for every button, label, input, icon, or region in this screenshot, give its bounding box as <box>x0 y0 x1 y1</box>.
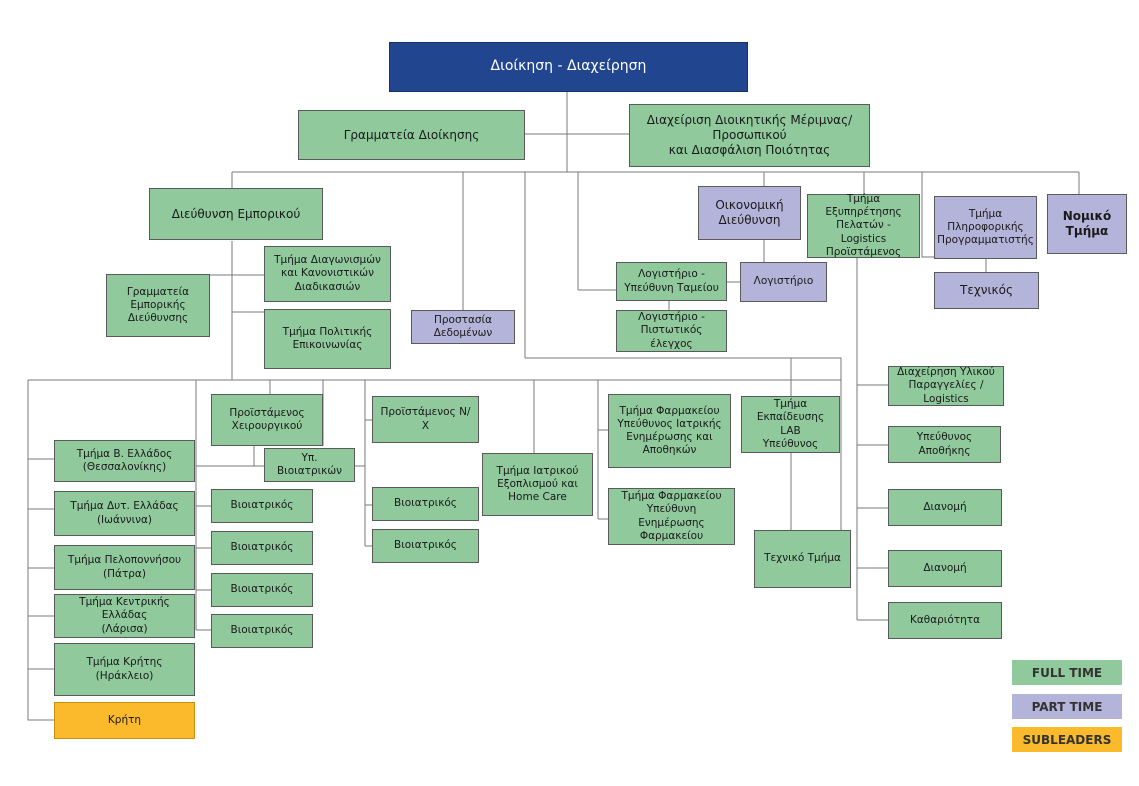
crete-subleader-box: Κρήτη <box>54 702 195 739</box>
crete-department-box: Τμήμα Κρήτης (Ηράκλειο) <box>54 643 195 696</box>
commercial-directorate-box: Διεύθυνση Εμπορικού <box>149 188 323 240</box>
distribution-box: Διανομή <box>888 489 1002 526</box>
data-protection-box: Προστασία Δεδομένων <box>411 310 515 344</box>
technician-box: Τεχνικός <box>934 272 1039 309</box>
nx-supervisor-box: Προϊστάμενος Ν/Χ <box>372 396 479 443</box>
accounting-treasury-box: Λογιστήριο - Υπεύθυνη Ταμείου <box>616 262 727 301</box>
it-department-box: Τμήμα Πληροφορικής Προγραμματιστής <box>934 196 1037 259</box>
peloponnese-department-box: Τμήμα Πελοποννήσου (Πάτρα) <box>54 545 195 590</box>
biomedical-engineer-box: Βιοιατρικός <box>211 531 313 565</box>
materials-management-box: Διαχείρηση Υλικού Παραγγελίες / Logistic… <box>888 366 1004 406</box>
warehouse-manager-box: Υπεύθυνος Αποθήκης <box>888 426 1001 463</box>
cleaning-box: Καθαριότητα <box>888 602 1002 639</box>
biomedical-engineer-box: Βιοιατρικός <box>211 489 313 523</box>
board-secretariat-box: Γραμματεία Διοίκησης <box>298 110 525 160</box>
medical-equipment-homecare-box: Τμήμα Ιατρικού Εξοπλισμού και Home Care <box>482 453 593 516</box>
tenders-department-box: Τμήμα Διαγωνισμών και Κανονιστικών Διαδι… <box>264 246 391 302</box>
surgical-supervisor-box: Προϊστάμενος Χειρουργικού <box>211 394 323 446</box>
technical-department-box: Τεχνικό Τμήμα <box>754 530 851 588</box>
accounting-credit-control-box: Λογιστήριο - Πιστωτικός έλεγχος <box>616 310 727 352</box>
admin-care-quality-box: Διαχείριση Διοικητικής Μέριμνας/ Προσωπι… <box>629 104 870 167</box>
biomedical-head-box: Υπ. Βιοιατρικών <box>264 448 355 482</box>
communication-policy-box: Τμήμα Πολιτικής Επικοινωνίας <box>264 309 391 369</box>
biomedical-engineer-box: Βιοιατρικός <box>372 487 479 521</box>
legend-part-time: PART TIME <box>1012 694 1122 719</box>
accounting-box: Λογιστήριο <box>740 262 827 302</box>
legal-department-box: Νομικό Τμήμα <box>1047 194 1127 254</box>
biomedical-engineer-box: Βιοιατρικός <box>211 573 313 607</box>
financial-directorate-box: Οικονομική Διεύθυνση <box>698 186 801 240</box>
legend-full-time: FULL TIME <box>1012 660 1122 685</box>
pharmacy-medical-info-box: Τμήμα Φαρμακείου Υπεύθυνος Ιατρικής Ενημ… <box>608 394 731 468</box>
legend-subleaders: SUBLEADERS <box>1012 727 1122 752</box>
distribution-box: Διανομή <box>888 550 1002 587</box>
pharmacy-info-box: Τμήμα Φαρμακείου Υπεύθυνη Ενημέρωσης Φαρ… <box>608 488 735 545</box>
west-greece-department-box: Τμήμα Δυτ. Ελλάδας (Ιωάννινα) <box>54 491 195 536</box>
customer-service-logistics-box: Τμήμα Εξυπηρέτησης Πελατών - Logistics Π… <box>807 193 920 258</box>
lab-training-box: Τμήμα Εκπαίδευσης LAB Υπεύθυνος <box>741 396 840 453</box>
commercial-secretariat-box: Γραμματεία Εμπορικής Διεύθυνσης <box>106 274 210 337</box>
biomedical-engineer-box: Βιοιατρικός <box>211 614 313 648</box>
top-management-box: Διοίκηση - Διαχείρηση <box>389 42 748 92</box>
central-greece-department-box: Τμήμα Κεντρικής Ελλάδας (Λάρισα) <box>54 594 195 638</box>
biomedical-engineer-box: Βιοιατρικός <box>372 529 479 563</box>
north-greece-department-box: Τμήμα Β. Ελλάδος (Θεσσαλονίκης) <box>54 440 195 482</box>
